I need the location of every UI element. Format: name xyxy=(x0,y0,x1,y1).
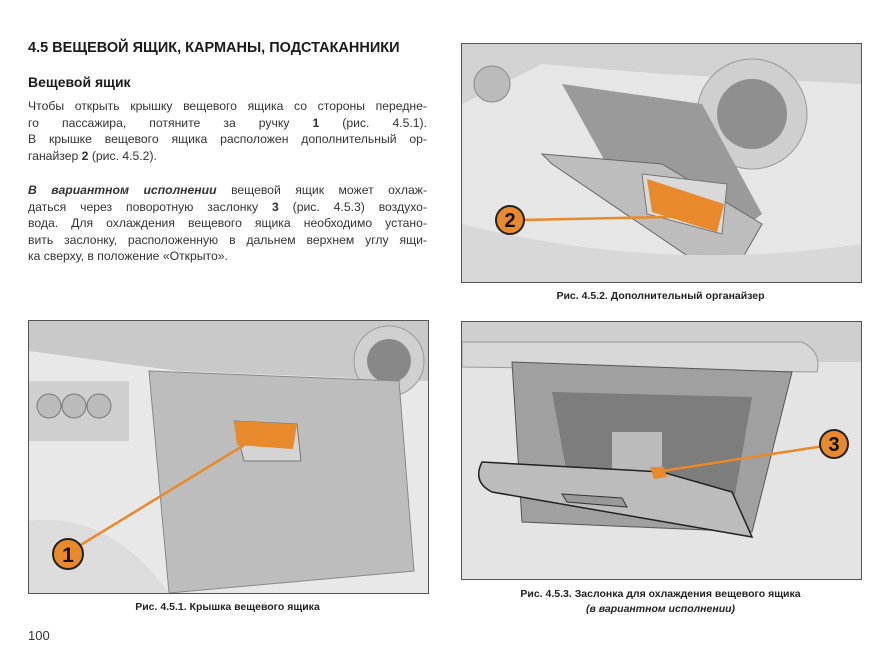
ref-number: 3 xyxy=(271,199,279,214)
callout-label: 2 xyxy=(504,210,515,232)
callout-3 xyxy=(819,429,849,459)
paragraph-cooling: В вариантном исполнении вещевой ящик мож… xyxy=(28,182,427,265)
text: даться через поворотную заслонку xyxy=(28,199,272,214)
subsection-title: Вещевой ящик xyxy=(28,74,131,90)
text-line: Чтобы открыть крышку вещевого ящика со с… xyxy=(28,98,427,115)
text-line: го пассажира, потяните за ручку 1 (рис. … xyxy=(28,115,427,132)
callout-line xyxy=(661,444,825,473)
section-title: 4.5 ВЕЩЕВОЙ ЯЩИК, КАРМАНЫ, ПОДСТАКАННИКИ xyxy=(28,40,400,56)
figure-organizer: 2 xyxy=(461,43,862,283)
callout-1 xyxy=(52,538,84,570)
ref-number: 2 xyxy=(81,148,89,163)
page-number: 100 xyxy=(28,628,50,643)
callout-label: 1 xyxy=(62,544,74,567)
callout-2 xyxy=(495,205,525,235)
glovebox-lid-illustration: 1 xyxy=(29,321,428,593)
text-line: вода. Для охлаждения вещевого ящика необ… xyxy=(28,216,427,230)
text: (рис. 4.5.1). xyxy=(319,115,428,130)
paragraph-open-glovebox: Чтобы открыть крышку вещевого ящика со с… xyxy=(28,98,427,164)
callout-line xyxy=(78,437,255,548)
text-line: ка сверху, в положение «Открыто». xyxy=(28,249,228,263)
figure-cooling-flap: 3 xyxy=(461,321,862,580)
figure-glovebox-lid: 1 xyxy=(28,320,429,594)
text: ганайзер xyxy=(28,148,82,163)
organizer-illustration: 2 xyxy=(462,44,861,282)
caption-note: (в вариантном исполнении) xyxy=(585,603,736,615)
text-line: даться через поворотную заслонку 3 (рис.… xyxy=(28,199,427,216)
organizer-highlight xyxy=(647,179,724,232)
text: го пассажира, потяните за ручку xyxy=(28,115,313,130)
text-line: ганайзер 2 (рис. 4.5.2). xyxy=(28,148,427,165)
cooling-flap-illustration: 3 xyxy=(462,322,861,579)
figure-caption: Рис. 4.5.1. Крышка вещевого ящика xyxy=(135,601,320,613)
callout-line xyxy=(521,214,718,222)
text: (рис. 4.5.3) воздухо- xyxy=(278,199,428,214)
figure-caption: Рис. 4.5.3. Заслонка для охлаждения веще… xyxy=(461,587,860,617)
text-line: вить заслонку, расположенную в дальнем в… xyxy=(28,232,427,247)
text: (рис. 4.5.2). xyxy=(88,148,157,163)
emphasis: В вариантном исполнении xyxy=(28,183,217,197)
figure-caption: Рис. 4.5.2. Дополнительный органайзер xyxy=(556,290,765,302)
text-line: В вариантном исполнении вещевой ящик мож… xyxy=(28,182,427,199)
text-line: В крышке вещевого ящика расположен допол… xyxy=(28,131,427,148)
text: вещевой ящик может охлаж- xyxy=(216,183,428,197)
caption-text: Рис. 4.5.3. Заслонка для охлаждения веще… xyxy=(520,588,801,600)
ref-number: 1 xyxy=(312,115,320,130)
text: Чтобы открыть крышку вещевого ящика со с… xyxy=(28,99,427,113)
callout-label: 3 xyxy=(828,434,839,456)
text: В крышке вещевого ящика расположен допол… xyxy=(28,132,427,146)
